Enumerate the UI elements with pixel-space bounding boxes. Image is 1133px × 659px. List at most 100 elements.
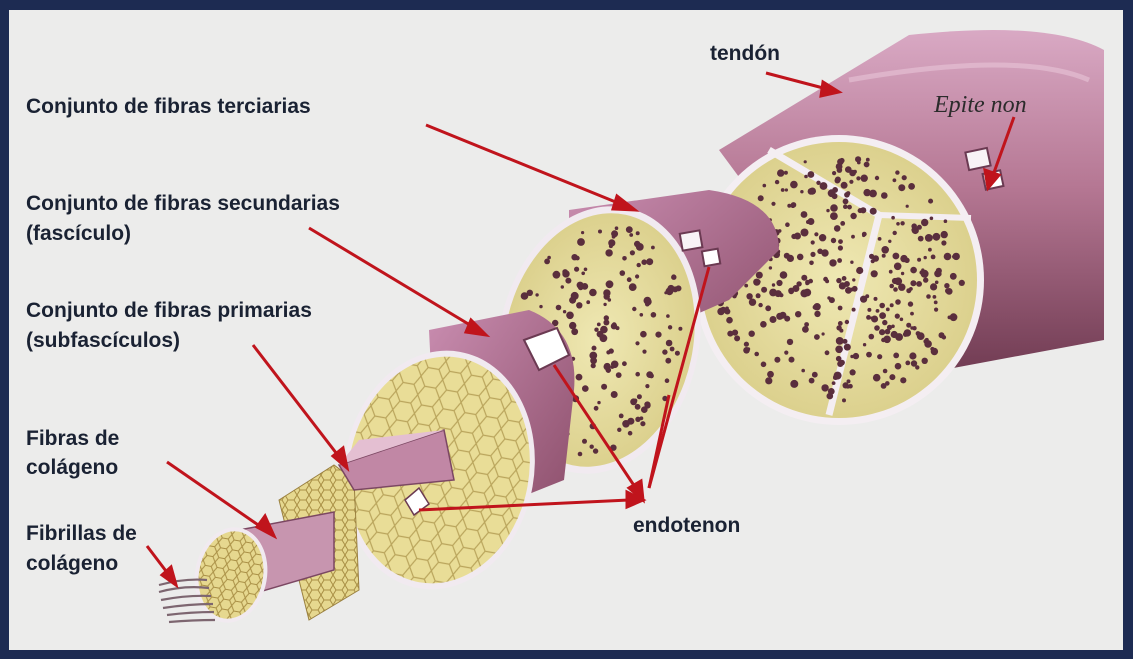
texture-dot <box>804 160 807 163</box>
texture-dot <box>853 170 857 174</box>
texture-dot <box>617 428 621 432</box>
texture-dot <box>805 282 809 286</box>
texture-dot <box>649 373 654 378</box>
texture-dot <box>942 335 946 339</box>
texture-dot <box>959 280 965 286</box>
texture-dot <box>916 281 922 287</box>
diagram-canvas: tendón Epite non Conjunto de fibras terc… <box>9 10 1123 650</box>
texture-dot <box>635 274 639 278</box>
texture-dot <box>775 180 779 184</box>
texture-dot <box>804 175 808 179</box>
texture-dot <box>734 335 740 341</box>
texture-dot <box>635 372 640 377</box>
texture-dot <box>840 221 845 226</box>
texture-dot <box>909 287 913 291</box>
texture-dot <box>601 384 607 390</box>
texture-dot <box>801 275 807 281</box>
texture-dot <box>912 227 919 234</box>
texture-dot <box>808 171 815 178</box>
texture-dot <box>641 259 647 265</box>
texture-dot <box>837 258 842 263</box>
texture-dot <box>935 281 939 285</box>
texture-dot <box>933 295 937 299</box>
texture-dot <box>917 258 921 262</box>
texture-dot <box>863 343 866 346</box>
collagen-fibrils-label: Fibrillas de <box>26 521 137 546</box>
texture-dot <box>810 252 815 257</box>
texture-dot <box>627 277 632 282</box>
texture-dot <box>606 369 610 373</box>
texture-dot <box>615 226 619 230</box>
texture-dot <box>838 245 843 250</box>
texture-dot <box>834 225 841 232</box>
texture-dot <box>910 312 914 316</box>
texture-dot <box>952 255 956 259</box>
texture-dot <box>609 348 614 353</box>
texture-dot <box>838 321 843 326</box>
texture-dot <box>926 294 931 299</box>
texture-dot <box>900 377 906 383</box>
texture-dot <box>931 348 938 355</box>
texture-dot <box>743 347 750 354</box>
texture-dot <box>627 418 634 425</box>
texture-dot <box>871 270 878 277</box>
texture-dot <box>800 190 803 193</box>
texture-dot <box>841 182 848 189</box>
texture-dot <box>637 394 642 399</box>
texture-dot <box>605 249 612 256</box>
texture-dot <box>851 235 855 239</box>
texture-dot <box>876 309 880 313</box>
texture-dot <box>900 255 907 262</box>
texture-dot <box>893 178 897 182</box>
texture-dot <box>842 398 846 402</box>
texture-dot <box>924 340 932 348</box>
texture-dot <box>883 369 888 374</box>
texture-dot <box>795 311 801 317</box>
texture-dot <box>908 183 915 190</box>
texture-dot <box>640 313 644 317</box>
texture-dot <box>581 272 585 276</box>
texture-dot <box>668 285 675 292</box>
texture-dot <box>852 308 856 312</box>
texture-dot <box>784 316 790 322</box>
texture-dot <box>761 362 767 368</box>
texture-dot <box>790 380 798 388</box>
texture-dot <box>636 231 640 235</box>
texture-dot <box>834 372 842 380</box>
texture-dot <box>910 326 913 329</box>
texture-dot <box>769 266 772 269</box>
texture-dot <box>845 320 849 324</box>
texture-dot <box>767 371 774 378</box>
texture-dot <box>749 299 756 306</box>
texture-dot <box>796 281 801 286</box>
texture-dot <box>756 272 763 279</box>
texture-dot <box>758 195 764 201</box>
texture-dot <box>856 267 863 274</box>
texture-dot <box>838 306 843 311</box>
endotenon-label: endotenon <box>633 513 740 538</box>
texture-dot <box>630 398 637 405</box>
texture-dot <box>807 218 814 225</box>
collagen-fibers-sublabel: colágeno <box>26 455 118 480</box>
texture-dot <box>597 401 600 404</box>
texture-dot <box>803 289 811 297</box>
texture-dot <box>881 338 885 342</box>
texture-dot <box>825 279 829 283</box>
texture-dot <box>857 161 861 165</box>
texture-dot <box>611 366 614 369</box>
texture-dot <box>581 283 588 290</box>
texture-dot <box>863 189 870 196</box>
texture-dot <box>789 357 795 363</box>
texture-dot <box>891 331 898 338</box>
texture-dot <box>646 258 653 265</box>
texture-dot <box>821 249 828 256</box>
texture-dot <box>544 259 550 265</box>
texture-dot <box>761 287 767 293</box>
texture-dot <box>867 308 871 312</box>
texture-dot <box>776 313 783 320</box>
texture-dot <box>874 297 878 301</box>
texture-dot <box>753 279 759 285</box>
texture-dot <box>870 208 877 215</box>
texture-dot <box>869 334 875 340</box>
texture-dot <box>606 280 614 288</box>
